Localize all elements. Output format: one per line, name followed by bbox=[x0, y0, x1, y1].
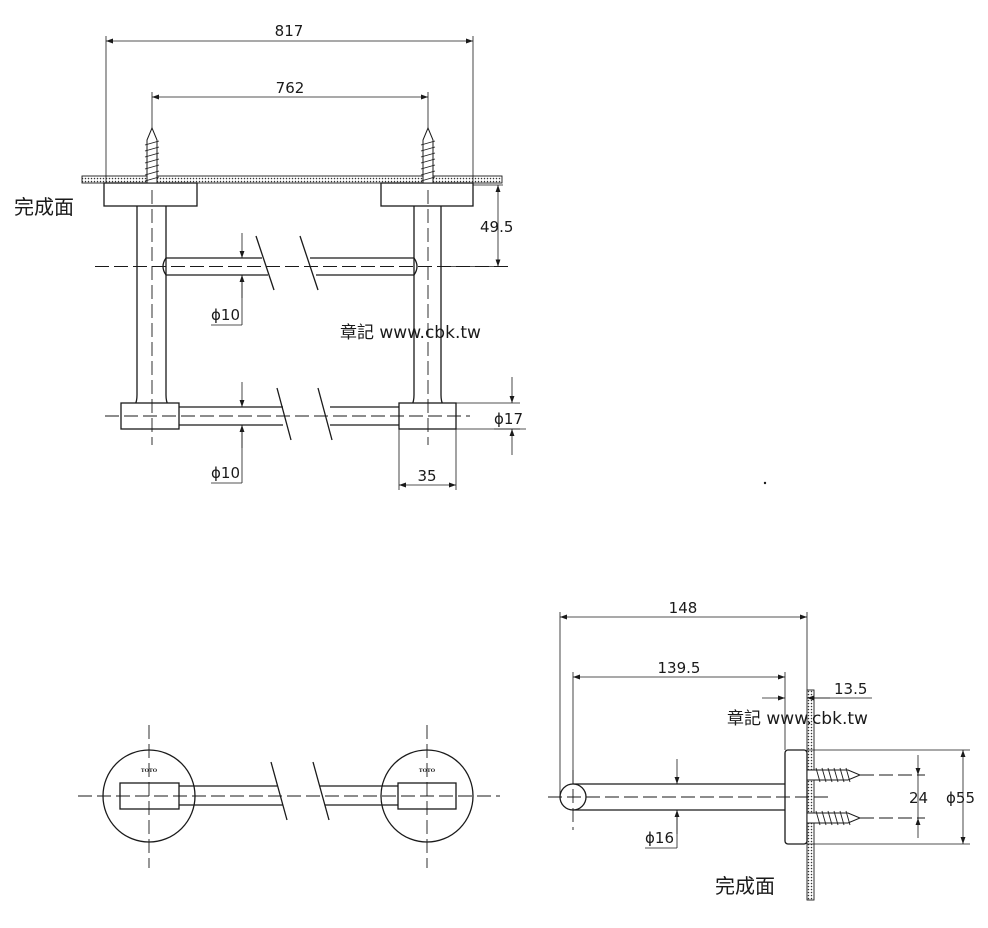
dim-148: 148 bbox=[559, 599, 808, 797]
plan-break-line-2 bbox=[312, 761, 330, 821]
svg-text:13.5: 13.5 bbox=[834, 680, 867, 698]
side-view: 148 139.5 13.5 24 ϕ55 bbox=[548, 599, 975, 901]
svg-text:ϕ10: ϕ10 bbox=[211, 306, 240, 324]
dim-side-rod-dia: ϕ16 bbox=[645, 759, 680, 849]
svg-text:139.5: 139.5 bbox=[658, 659, 701, 677]
dim-24: 24 bbox=[909, 755, 928, 838]
right-flange bbox=[380, 182, 474, 207]
finished-surface-label-top: 完成面 bbox=[14, 195, 74, 219]
top-plan-view: TOTO TOTO bbox=[78, 725, 500, 868]
dim-base-dia: ϕ55 bbox=[807, 749, 975, 845]
side-rod bbox=[573, 783, 785, 811]
finished-surface-ceiling bbox=[81, 175, 503, 184]
side-screw-lower bbox=[806, 810, 862, 826]
left-screw bbox=[144, 126, 160, 184]
finished-surface-label-side: 完成面 bbox=[715, 874, 775, 898]
upper-bar bbox=[162, 235, 418, 291]
upper-break-line-1 bbox=[255, 235, 275, 291]
svg-text:35: 35 bbox=[417, 467, 436, 485]
dim-762: 762 bbox=[151, 79, 429, 128]
right-screw bbox=[420, 126, 436, 184]
svg-text:ϕ17: ϕ17 bbox=[494, 410, 523, 428]
svg-text:ϕ55: ϕ55 bbox=[946, 789, 975, 807]
lower-break-line-2 bbox=[317, 387, 333, 441]
dim-35: 35 bbox=[398, 429, 457, 490]
dim-13-5: 13.5 bbox=[762, 680, 872, 701]
upper-break-line-2 bbox=[299, 235, 319, 291]
dim-bracket-dia: ϕ17 bbox=[456, 377, 526, 455]
svg-text:49.5: 49.5 bbox=[480, 218, 513, 236]
svg-text:ϕ10: ϕ10 bbox=[211, 464, 240, 482]
left-flange bbox=[103, 182, 198, 207]
dim-817: 817 bbox=[105, 22, 474, 183]
side-screw-upper bbox=[806, 767, 862, 783]
right-post bbox=[404, 206, 451, 412]
lower-bar bbox=[120, 387, 457, 441]
left-post bbox=[127, 206, 176, 412]
svg-text:148: 148 bbox=[669, 599, 698, 617]
svg-text:762: 762 bbox=[276, 79, 305, 97]
dim-lower-rod-dia: ϕ10 bbox=[211, 382, 245, 484]
svg-text:24: 24 bbox=[909, 789, 928, 807]
watermark-side: 章記 www.cbk.tw bbox=[727, 709, 868, 729]
svg-text:ϕ16: ϕ16 bbox=[645, 829, 674, 847]
dim-49-5: 49.5 bbox=[441, 184, 513, 267]
svg-text:817: 817 bbox=[275, 22, 304, 40]
dim-upper-rod-dia: ϕ10 bbox=[211, 233, 245, 326]
dim-139-5: 139.5 bbox=[572, 659, 786, 784]
right-end-cap bbox=[398, 402, 457, 430]
plan-break-line-1 bbox=[270, 761, 288, 821]
lower-break-line-1 bbox=[276, 387, 292, 441]
watermark-top: 章記 www.cbk.tw bbox=[340, 323, 481, 343]
front-elevation-view: 817 762 49.5 ϕ10 ϕ10 bbox=[14, 22, 526, 490]
